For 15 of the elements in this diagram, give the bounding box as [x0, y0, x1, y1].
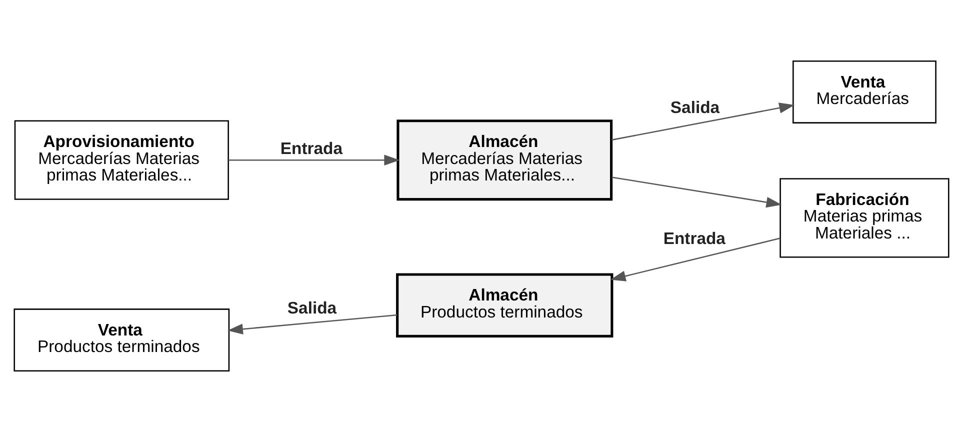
edge-label: Entrada: [280, 139, 343, 158]
node-box: Aprovisionamiento Mercaderías Materias primas Materiales...: [14, 120, 229, 200]
arrow: [610, 238, 780, 282]
node-box: Fabricación Materias primas Materiales ...: [780, 178, 950, 258]
arrow: [612, 176, 782, 208]
edge-label: Salida: [670, 98, 720, 118]
edge-label: Salida: [287, 298, 337, 318]
arrow: [228, 154, 400, 166]
edge-label: Entrada: [663, 229, 726, 248]
node-box: Almacén Mercaderías Materias primas Materiales...: [396, 120, 613, 201]
node-box: Venta Mercaderías: [792, 60, 936, 124]
node-box: Almacén Productos terminados: [396, 273, 614, 338]
node-box: Venta Productos terminados: [14, 308, 230, 372]
arrow: [227, 314, 398, 334]
arrow: [612, 102, 795, 141]
